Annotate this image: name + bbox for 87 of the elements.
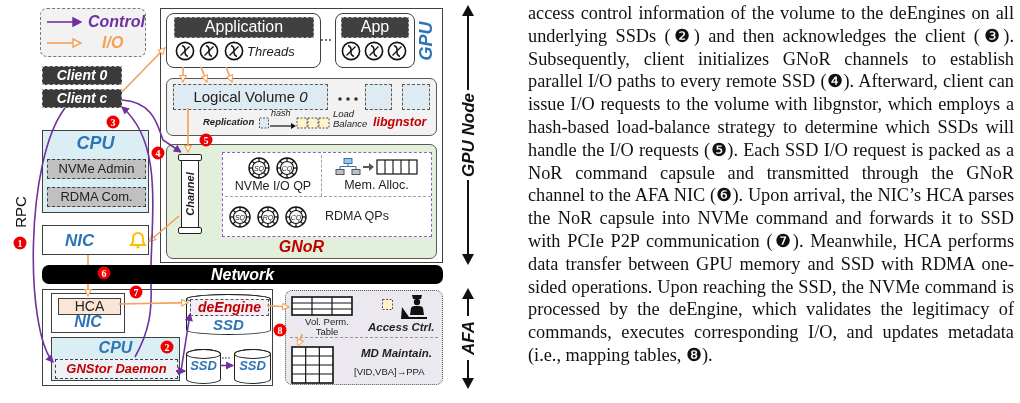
client-label: Client 0 [56, 67, 108, 84]
arrow [179, 66, 187, 83]
component-label: NVMe Admin [58, 161, 135, 177]
layer-title: GNoR [278, 238, 325, 256]
load-balance-label: Load Balance [333, 109, 369, 128]
library-name: libgnstor [373, 116, 427, 130]
ssd-cylinder [186, 349, 221, 384]
queue-pair-label: RDMA QPs [325, 209, 389, 224]
step-number: 1 [13, 236, 27, 250]
arrow [175, 367, 186, 375]
arrow [84, 283, 92, 297]
body-paragraph: access control information of the volume to the deEngines on all underlying SSDs (❷) and then acknowledges the client (❸). Subsequently, client initializes GNoR channels to establish parallel I/O paths to every remote SSD (❹). Afterward, client can issue I/O requests to the volume with libgnstor, which employs a hash-based load-balance strategy to determine which SSDs will handle the I/O requests (❺). Each SSD I/O request is packed as a NoR command capsule and transmitted through the GNoR channel to the AFA NIC (❻). Upon arrival, the NIC’s HCA parses the NoR capsule into NVMe command and forwards it to SSD with PCIe P2P communication (❼). Meanwhile, HCA performs data transfer between GPU memory and SSD with RDMA one-sided operations. Upon reaching the SSD, the NVMe command is processed by the deEngine, which validates the legitimacy of commands, executes corresponding I/O, and updates metadata (i.e., mapping tables, ❽). [528, 2, 1014, 367]
engine-label: deEngine [198, 299, 261, 316]
arrow [118, 299, 189, 307]
step-number: 3 [106, 115, 120, 129]
hash-label: hash [271, 109, 291, 119]
queue-pair-label: NVMe I/O QP [234, 180, 312, 194]
daemon-label: GNStor Daemon [66, 361, 167, 377]
application-box [335, 13, 415, 68]
nic-box [51, 293, 125, 333]
ssd-label: SSD [190, 359, 217, 374]
library-panel [166, 78, 437, 136]
cpu-box [42, 130, 149, 213]
component-box [47, 159, 146, 179]
step-number: 7 [129, 285, 143, 299]
volume-box [365, 84, 392, 110]
arrow [200, 66, 209, 83]
arrow [225, 66, 234, 83]
cpu-label: CPU [98, 339, 133, 357]
axis-label: AFA [459, 321, 477, 355]
queue-panel [222, 152, 432, 237]
ssd-label: SSD [239, 359, 266, 374]
volume-label: Logical Volume 0 [193, 88, 308, 106]
section-label: MD Maintain. [361, 347, 432, 360]
replication-label: Replication [203, 117, 255, 128]
component-box [47, 187, 146, 207]
client-box [42, 66, 122, 85]
step-number: 8 [273, 323, 287, 337]
cpu-label: CPU [76, 134, 115, 154]
ssd-label: SSD [213, 316, 244, 333]
arrow [121, 106, 154, 266]
network-label: Network [210, 265, 275, 284]
ssd-cylinder [234, 349, 271, 384]
component-label: RDMA Com. [60, 189, 133, 205]
server-box [42, 289, 273, 386]
application-box [166, 13, 321, 68]
threads-label: Threads [247, 45, 295, 60]
rpc-label: RPC [12, 196, 28, 228]
arrow [32, 107, 66, 363]
channel-label: Channel [183, 172, 197, 216]
section-title: GPU [417, 21, 437, 61]
daemon-box [55, 359, 178, 379]
arrow [266, 302, 290, 311]
ssd-cylinder [186, 294, 271, 335]
memory-label: Mem. Alloc. [344, 179, 409, 193]
gpu-container [160, 8, 443, 263]
access-control-panel [285, 290, 443, 385]
step-number: 4 [151, 146, 165, 160]
client-box [42, 89, 122, 108]
arrow [148, 215, 180, 243]
hca-box [58, 298, 121, 315]
arrow [296, 333, 304, 347]
volume-box [173, 84, 328, 110]
network-bar [42, 265, 443, 284]
title-label: Application [174, 17, 314, 38]
cpu-box [51, 337, 180, 381]
volume-box [402, 84, 430, 110]
arrow [121, 47, 166, 93]
nic-box [42, 225, 149, 255]
gnor-panel [166, 144, 437, 259]
legend-label: Control [88, 13, 145, 31]
hca-label: HCA [74, 298, 105, 315]
legend-label: I/O [102, 34, 124, 52]
table-label: Vol. Perm. Table [304, 317, 350, 336]
nic-label: NIC [74, 313, 102, 331]
arrow [121, 99, 182, 153]
client-label: Client c [56, 90, 108, 107]
section-label: Access Ctrl. [368, 321, 435, 334]
arrow [219, 361, 234, 370]
arrow [184, 107, 192, 153]
permission-table [290, 297, 356, 335]
engine-box [190, 299, 269, 316]
title-label: App [341, 17, 409, 38]
channel-cylinder [178, 154, 202, 234]
mapping-formula: [VID,VBA]→PPA [354, 367, 425, 378]
axis-label: GPU Node [459, 92, 477, 178]
nic-label: NIC [65, 232, 95, 251]
